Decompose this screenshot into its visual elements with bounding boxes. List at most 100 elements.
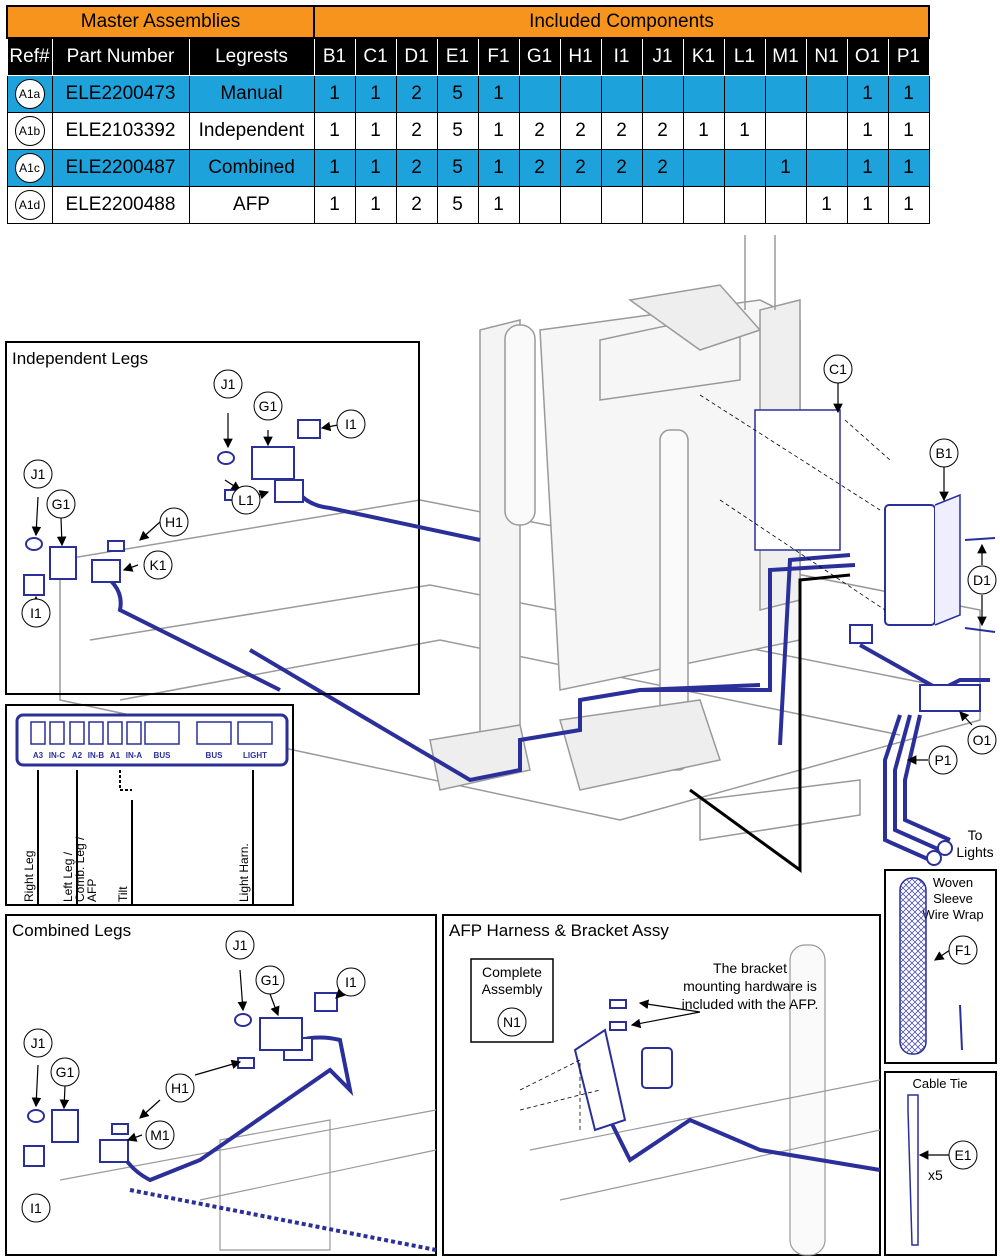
callout-label: H1: [171, 1080, 189, 1096]
group-header-master: Master Assemblies: [6, 5, 315, 39]
part-number-cell: ELE2200488: [51, 186, 190, 224]
callout-p1: [928, 745, 958, 775]
component-col-d1: D1: [395, 37, 438, 76]
qty-cell: [600, 75, 643, 113]
part-number-cell: ELE2103392: [51, 112, 190, 150]
port-socket: [196, 721, 232, 745]
qty-cell: [764, 75, 807, 113]
wire-label: Left Leg /: [61, 851, 75, 902]
callout-label: J1: [31, 466, 46, 482]
port-socket: [144, 721, 180, 745]
component-col-b1: B1: [313, 37, 356, 76]
wire-label: Comb. Leg /: [73, 836, 87, 902]
group-header-components: Included Components: [313, 5, 930, 39]
callout-label: E1: [954, 1147, 971, 1163]
port-socket: [88, 721, 104, 745]
port-label: LIGHT: [243, 751, 267, 760]
callout-l1: [231, 485, 261, 515]
combined-legs-panel: [5, 914, 437, 1256]
component-col-h1: H1: [559, 37, 602, 76]
callout-i1: [336, 409, 366, 439]
qty-cell: 2: [518, 149, 561, 187]
wire-label: Tilt: [116, 886, 130, 902]
callout-label: G1: [52, 496, 71, 512]
callout-label: J1: [31, 1035, 46, 1051]
ref-cell: A1a: [6, 75, 53, 113]
callout-b1: [929, 438, 959, 468]
callout-label: H1: [165, 514, 183, 530]
callout-j1: [23, 459, 53, 489]
callout-h1: [165, 1073, 195, 1103]
independent-legs-panel: [5, 341, 420, 695]
cable-tie-qty: x5: [928, 1167, 943, 1183]
port-label: A3: [33, 751, 44, 760]
qty-cell: 1: [354, 75, 397, 113]
chassis-illustration: [59, 235, 981, 841]
callout-h1: [159, 507, 189, 537]
connector-legend-panel: [5, 704, 294, 906]
qty-cell: 1: [846, 112, 889, 150]
callout-label: I1: [345, 974, 357, 990]
qty-cell: [559, 186, 602, 224]
port-label: A1: [110, 751, 121, 760]
port-label: BUS: [154, 751, 172, 760]
woven-sleeve: [899, 877, 927, 1055]
qty-cell: 5: [436, 186, 479, 224]
qty-cell: 2: [395, 75, 438, 113]
callout-label: B1: [935, 445, 952, 461]
callout-label: K1: [149, 557, 166, 573]
qty-cell: 1: [887, 186, 930, 224]
qty-cell: [682, 149, 725, 187]
callout-c1: [823, 354, 853, 384]
component-col-c1: C1: [354, 37, 397, 76]
qty-cell: 1: [313, 149, 356, 187]
combined-legs-title: Combined Legs: [12, 921, 131, 940]
b1-module: [884, 504, 936, 626]
col-part-number: Part Number: [51, 37, 190, 76]
port-label: IN-A: [126, 751, 143, 760]
callout-label: G1: [56, 1064, 75, 1080]
callout-label: I1: [30, 605, 42, 621]
qty-cell: 2: [395, 149, 438, 187]
legrest-cell: Independent: [188, 112, 315, 150]
callout-g1: [253, 391, 283, 421]
callout-e1: [948, 1140, 978, 1170]
legrest-cell: Combined: [188, 149, 315, 187]
qty-cell: 1: [354, 186, 397, 224]
qty-cell: 5: [436, 149, 479, 187]
callout-j1: [23, 1028, 53, 1058]
callout-j1: [225, 930, 255, 960]
qty-cell: 1: [354, 149, 397, 187]
callout-label: O1: [973, 732, 992, 748]
port-socket: [30, 721, 46, 745]
callout-d1: [967, 565, 997, 595]
qty-cell: [600, 186, 643, 224]
woven-sleeve-panel: [884, 869, 997, 1064]
ref-callout: A1a: [14, 79, 45, 109]
callout-label: M1: [150, 1127, 170, 1143]
qty-cell: 5: [436, 75, 479, 113]
legrest-cell: Manual: [188, 75, 315, 113]
ref-callout: A1c: [14, 153, 45, 183]
afp-parts: [573, 999, 881, 1172]
callout-label: L1: [238, 492, 254, 508]
independent-legs-title: Independent Legs: [12, 349, 148, 368]
afp-panel: [442, 914, 881, 1256]
qty-cell: [764, 112, 807, 150]
c1-bracket: [754, 409, 841, 551]
callout-g1: [255, 965, 285, 995]
wire-label: Right Leg: [22, 851, 36, 902]
callout-o1: [967, 725, 997, 755]
callout-j1: [213, 369, 243, 399]
qty-cell: [805, 149, 848, 187]
callout-i1: [21, 1193, 51, 1223]
component-col-f1: F1: [477, 37, 520, 76]
qty-cell: 1: [846, 149, 889, 187]
